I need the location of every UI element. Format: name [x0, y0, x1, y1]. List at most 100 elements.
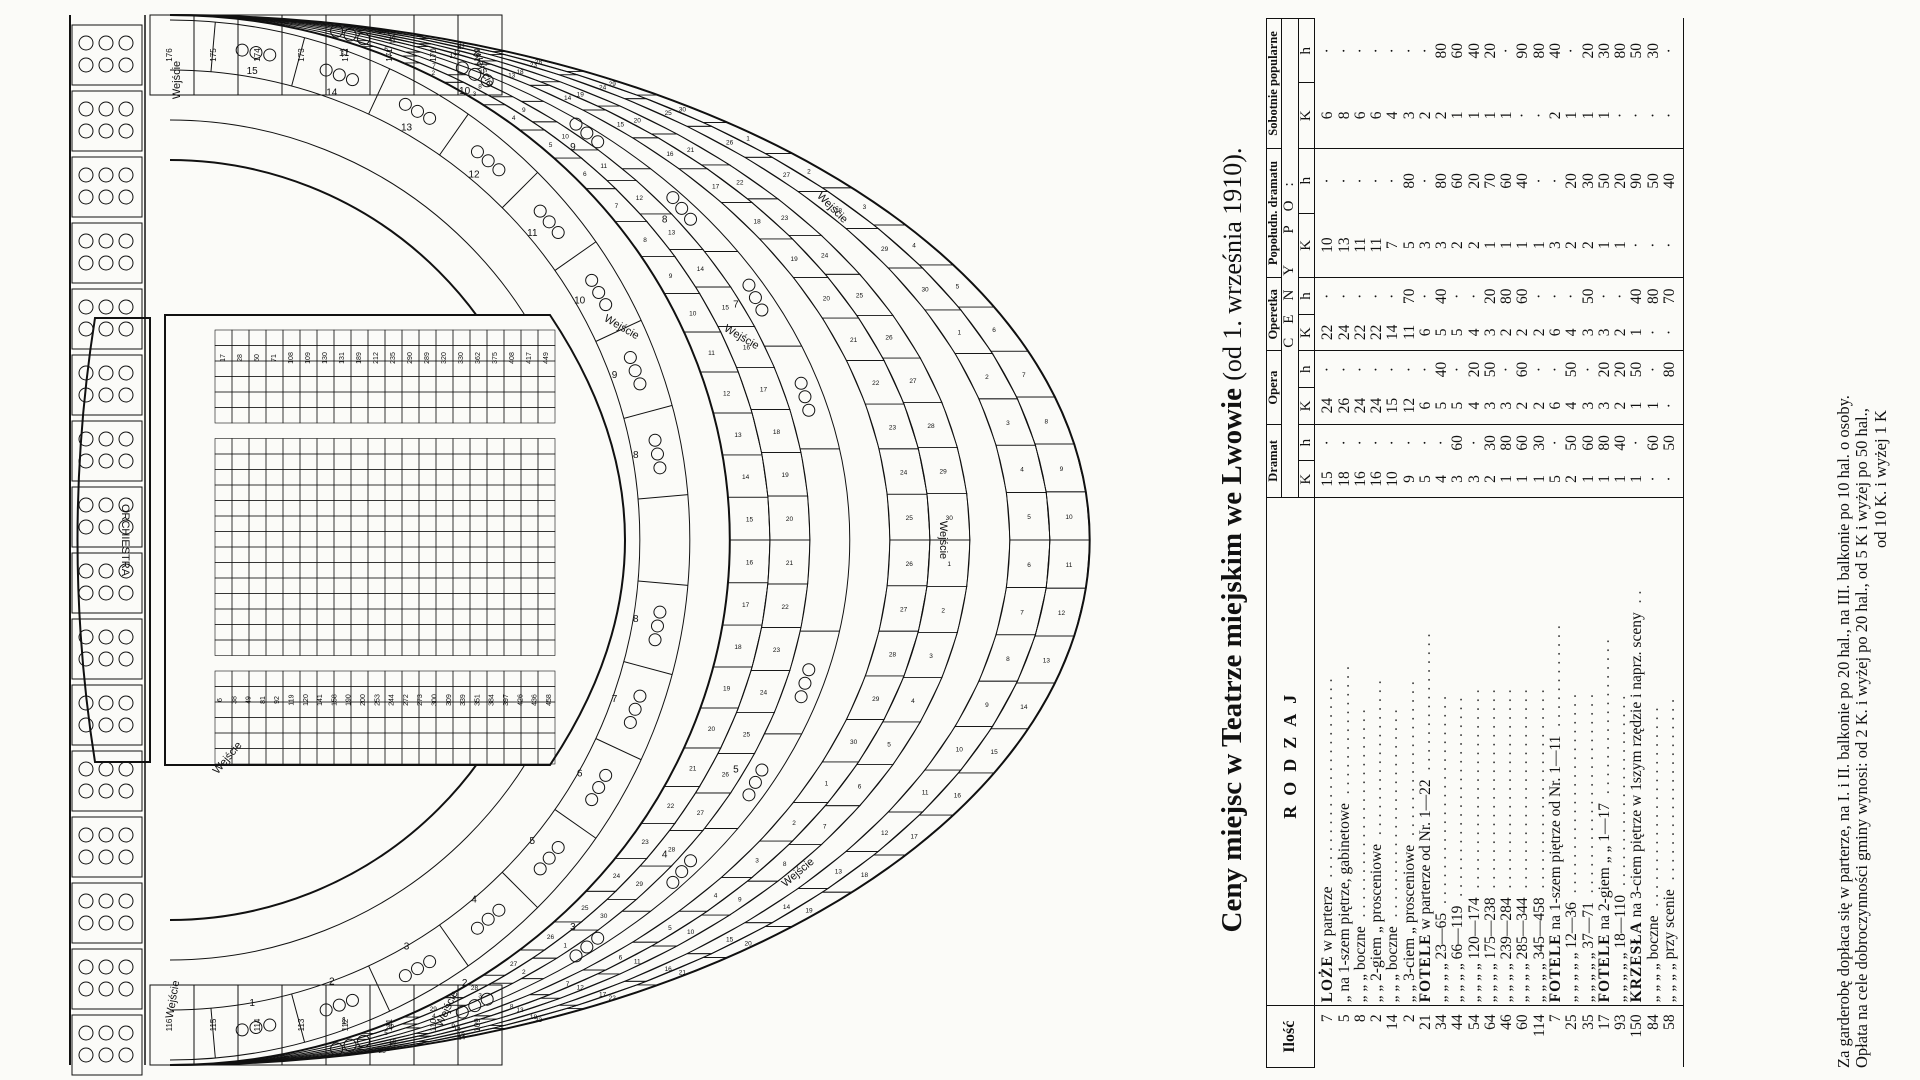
- seat-number: 1: [746, 136, 750, 143]
- price-crowns: 6: [1417, 314, 1435, 351]
- loge-seat: [78, 893, 94, 909]
- row-quantity: 14: [1384, 1005, 1402, 1068]
- seat-number: 81: [260, 696, 267, 704]
- box-seat: [585, 273, 599, 287]
- box-divider: [554, 241, 597, 271]
- seat-number: 23: [641, 839, 649, 846]
- loge-seat: [98, 519, 114, 535]
- box-seat: [798, 390, 812, 404]
- tier-arc: [169, 19, 691, 1061]
- box-seat: [411, 104, 424, 118]
- seat-number: 12: [723, 390, 731, 397]
- seat-number: 18: [734, 644, 742, 651]
- header-h-0: h: [1298, 424, 1315, 461]
- loge-seat: [78, 365, 94, 381]
- row-type: „ „ „ „ 23—65 ........................: [1433, 690, 1451, 1003]
- seat-number: 1: [957, 329, 961, 336]
- box-seat: [492, 903, 506, 917]
- seat-number: 253: [374, 694, 381, 706]
- seat-number: 170: [429, 48, 438, 62]
- seat-number: 19: [781, 472, 789, 479]
- seat-number: 115: [209, 1018, 218, 1031]
- box-seat: [591, 135, 605, 149]
- box-seat: [455, 1005, 469, 1019]
- seat-number: 28: [535, 59, 543, 66]
- price-crowns: 6: [1314, 82, 1337, 149]
- row-type: FOTELE na 1-szem piętrze od Nr. 1—11 ...…: [1546, 620, 1564, 1003]
- box-seat: [481, 912, 495, 926]
- price-crowns: 2: [1580, 213, 1597, 278]
- loge-seat: [118, 563, 134, 579]
- table-row: 2„ „ 3-ciem „ prosceniowe ..............…: [1401, 19, 1418, 1068]
- seat-number: 15: [746, 517, 754, 524]
- seat-number: 12: [881, 830, 889, 837]
- seat-number: 21: [679, 970, 687, 977]
- row-type: „ „ „ boczne ........................: [1384, 704, 1402, 1003]
- price-crowns: 5: [1417, 460, 1435, 498]
- loge-box: [71, 156, 143, 218]
- seat-number: 92: [274, 696, 281, 704]
- seat-number: 2: [522, 969, 526, 976]
- price-hellers: ·: [1498, 366, 1516, 373]
- seat-number: 11: [600, 163, 607, 170]
- price-crowns: 1: [1580, 460, 1597, 498]
- row-type: „ „ „ „ przy scenie ....................…: [1661, 497, 1684, 1006]
- loge-seat: [118, 695, 134, 711]
- box-seat: [551, 226, 565, 240]
- seat-number: 15: [722, 305, 730, 312]
- price-crowns: 3: [1433, 213, 1451, 278]
- price-crowns: 1: [1514, 213, 1532, 278]
- price-crowns: 4: [1563, 387, 1581, 425]
- seat-number: 20: [634, 118, 642, 125]
- price-hellers: ·: [1433, 440, 1451, 446]
- seat-number: 25: [581, 905, 589, 912]
- price-hellers: ·: [1416, 366, 1434, 373]
- seat-number: 49: [246, 696, 253, 704]
- stalls-outline: [164, 314, 626, 766]
- loge-box: [71, 816, 143, 878]
- row-type: LOŻE w parterze .......................: [1319, 673, 1337, 1003]
- price-crowns: 3: [1596, 314, 1614, 351]
- price-hellers: ·: [1384, 366, 1402, 373]
- row-quantity: 46: [1498, 1005, 1516, 1068]
- seat-number: 116: [165, 1018, 174, 1031]
- seat-number: 5: [1027, 514, 1031, 521]
- price-crowns: 6: [1368, 82, 1386, 149]
- price-hellers: ·: [1563, 48, 1581, 54]
- row-quantity: 64: [1482, 1005, 1500, 1068]
- seat-number: 15: [617, 121, 625, 128]
- seat-number: 25: [665, 110, 673, 117]
- price-crowns: 5: [1433, 387, 1451, 425]
- seat-number: 60: [254, 354, 261, 362]
- seat-number: 8: [478, 83, 482, 90]
- row-quantity: 17: [1596, 1005, 1614, 1068]
- loge-seat: [118, 321, 134, 337]
- price-crowns: ·: [1531, 82, 1548, 149]
- box-seat: [423, 111, 437, 125]
- seat-number: 3: [1006, 420, 1010, 427]
- seat-number: 130: [322, 352, 329, 364]
- seat-number: 20: [708, 726, 716, 733]
- seat-number: 21: [689, 765, 697, 772]
- price-crowns: 18: [1336, 460, 1353, 498]
- seat-number: 21: [383, 30, 391, 37]
- leader-dots: ..: [1628, 585, 1646, 613]
- price-crowns: 1: [1612, 213, 1630, 278]
- box-seat: [542, 215, 556, 229]
- price-hellers: 70: [1481, 173, 1499, 189]
- loge-number: 15: [247, 66, 259, 77]
- loge-seat: [78, 717, 94, 733]
- loge-number: 11: [527, 228, 538, 239]
- price-hellers: 20: [1481, 42, 1499, 59]
- price-crowns: 6: [1547, 314, 1565, 351]
- price-hellers: 20: [1579, 42, 1597, 59]
- header-quantity: Ilość: [1266, 1005, 1315, 1068]
- price-hellers: ·: [1530, 293, 1548, 299]
- price-crowns: 1: [1596, 213, 1614, 278]
- price-hellers: 40: [1433, 288, 1451, 305]
- leader-dots: .......................: [1498, 684, 1516, 898]
- seat-number: 169: [473, 48, 482, 62]
- price-crowns: 1: [1628, 314, 1646, 351]
- leader-dots: .......................: [1644, 702, 1662, 916]
- seat-number: 320: [441, 352, 448, 364]
